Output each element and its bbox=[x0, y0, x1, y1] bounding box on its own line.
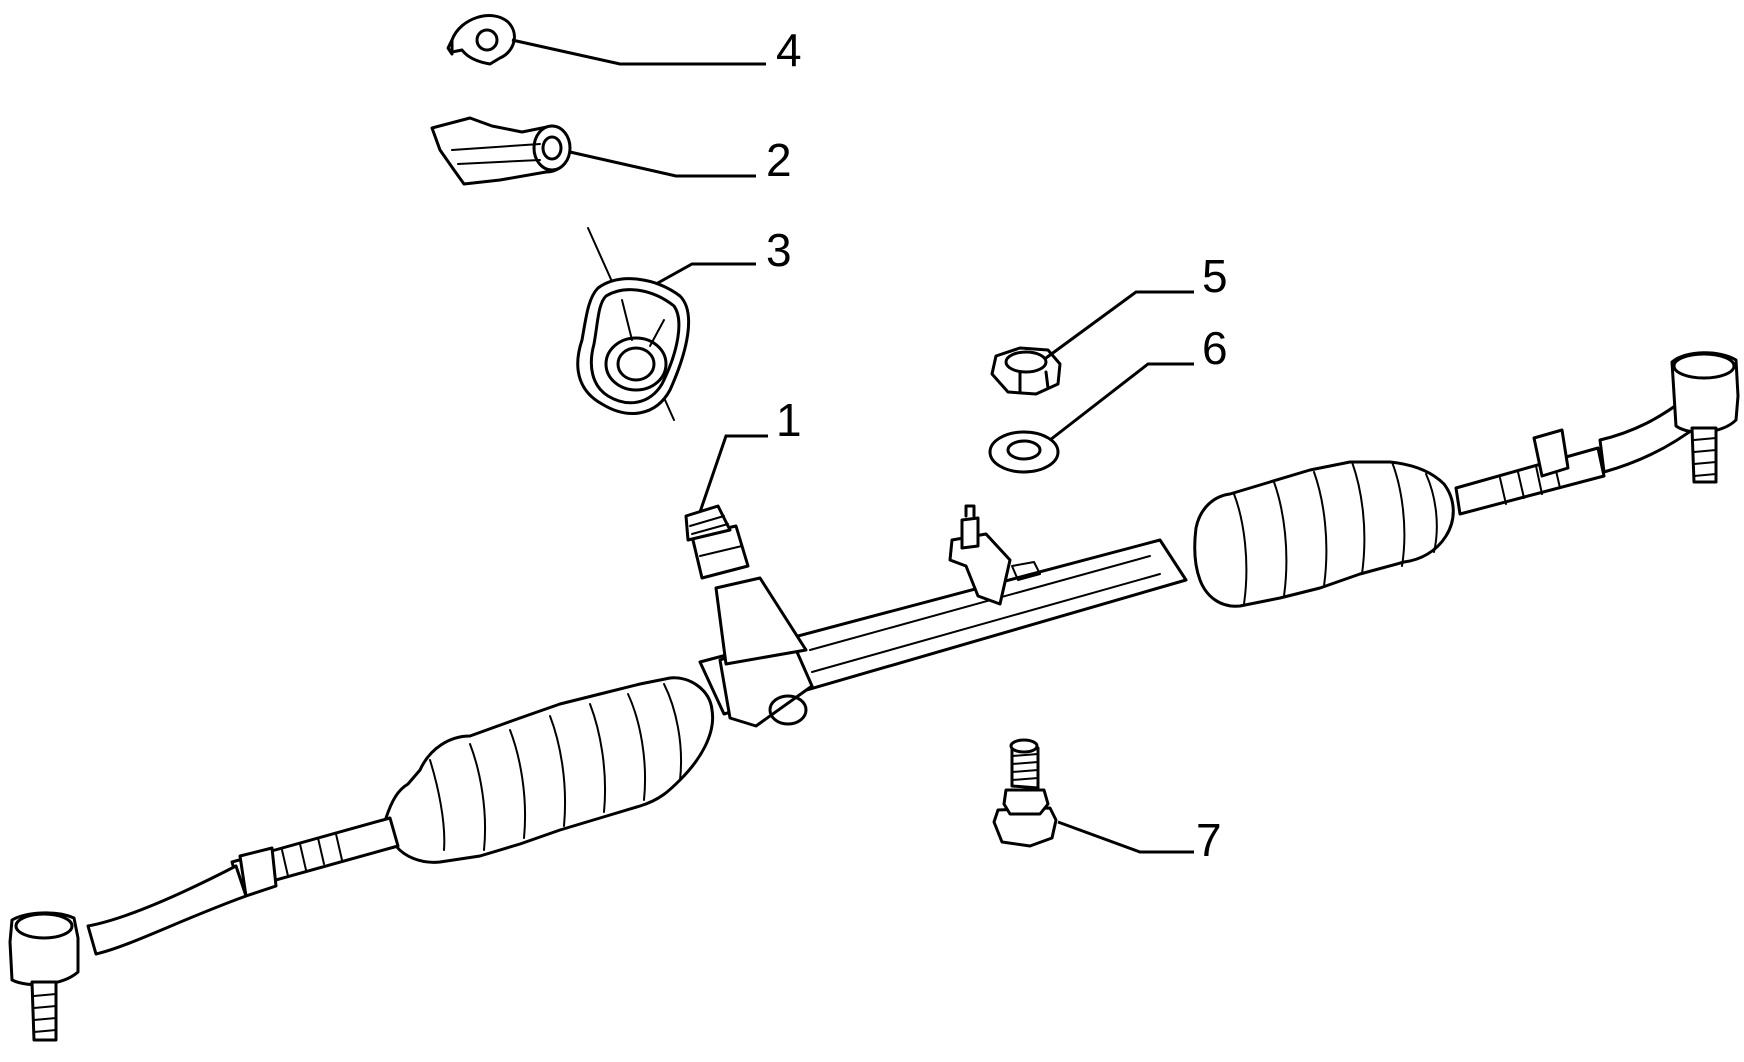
leader-1 bbox=[698, 434, 768, 513]
leader-lines bbox=[511, 38, 1194, 854]
leader-2 bbox=[569, 150, 756, 178]
callout-3: 3 bbox=[766, 224, 792, 276]
leader-7 bbox=[1057, 820, 1194, 854]
washer-icon bbox=[988, 430, 1060, 474]
leader-3 bbox=[655, 262, 756, 286]
callout-1: 1 bbox=[776, 394, 802, 446]
callout-4: 4 bbox=[776, 24, 802, 76]
leader-6 bbox=[1049, 362, 1194, 442]
callout-7: 7 bbox=[1196, 814, 1222, 866]
steering-rack-icon bbox=[8, 351, 1740, 1042]
bracket-clip-icon bbox=[430, 116, 572, 186]
leader-5 bbox=[1045, 290, 1194, 360]
callout-2: 2 bbox=[766, 134, 792, 186]
hex-nut-icon bbox=[990, 346, 1062, 396]
callout-6: 6 bbox=[1202, 322, 1228, 374]
leader-4 bbox=[511, 38, 766, 66]
callout-labels: 1 2 3 4 5 6 7 bbox=[766, 24, 1228, 866]
pinion-seal-icon bbox=[576, 227, 691, 421]
flange-bolt-icon bbox=[992, 738, 1058, 848]
retaining-clip-icon bbox=[446, 14, 516, 66]
callout-5: 5 bbox=[1202, 250, 1228, 302]
